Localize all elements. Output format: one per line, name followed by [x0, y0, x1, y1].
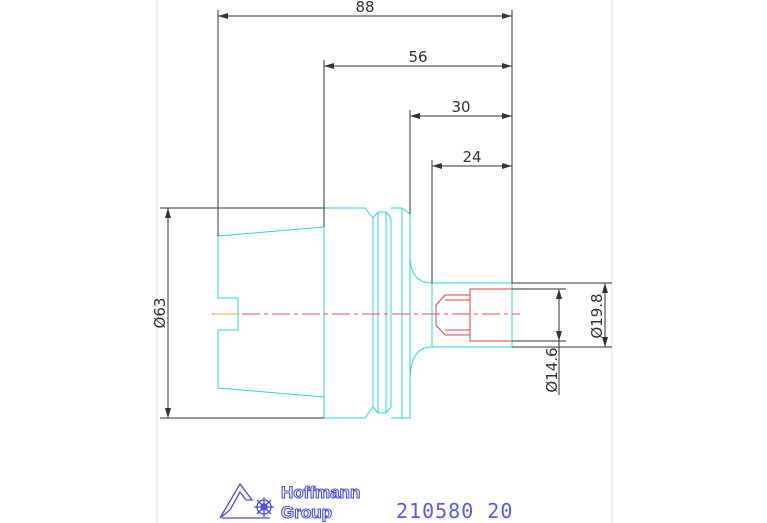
brand-emblem-icon [219, 482, 274, 519]
nose-outline [409, 254, 513, 381]
dim-text-d14-6: Ø14.6 [543, 347, 561, 392]
dim-text-56: 56 [408, 48, 427, 66]
brand-name-line1: Hoffmann [281, 483, 360, 502]
dimension-arrows [165, 13, 608, 418]
hoffmann-logo: Hoffmann Group [219, 482, 361, 523]
dimension-lines [160, 10, 612, 419]
part-number: 210580 20 [396, 499, 513, 523]
dim-text-30: 30 [451, 98, 470, 116]
bore-detail [435, 288, 512, 342]
dim-text-d63: Ø63 [151, 298, 169, 329]
part-outline [217, 207, 513, 419]
dim-text-24: 24 [462, 148, 481, 166]
brand-name-line2: Group [281, 503, 332, 522]
shank-outline [217, 226, 325, 398]
flange-outline [324, 207, 374, 419]
dim-text-d19-8: Ø19.8 [588, 293, 606, 338]
groove-outline [372, 211, 392, 219]
dim-text-88: 88 [355, 0, 374, 16]
collar-outline [391, 207, 411, 419]
